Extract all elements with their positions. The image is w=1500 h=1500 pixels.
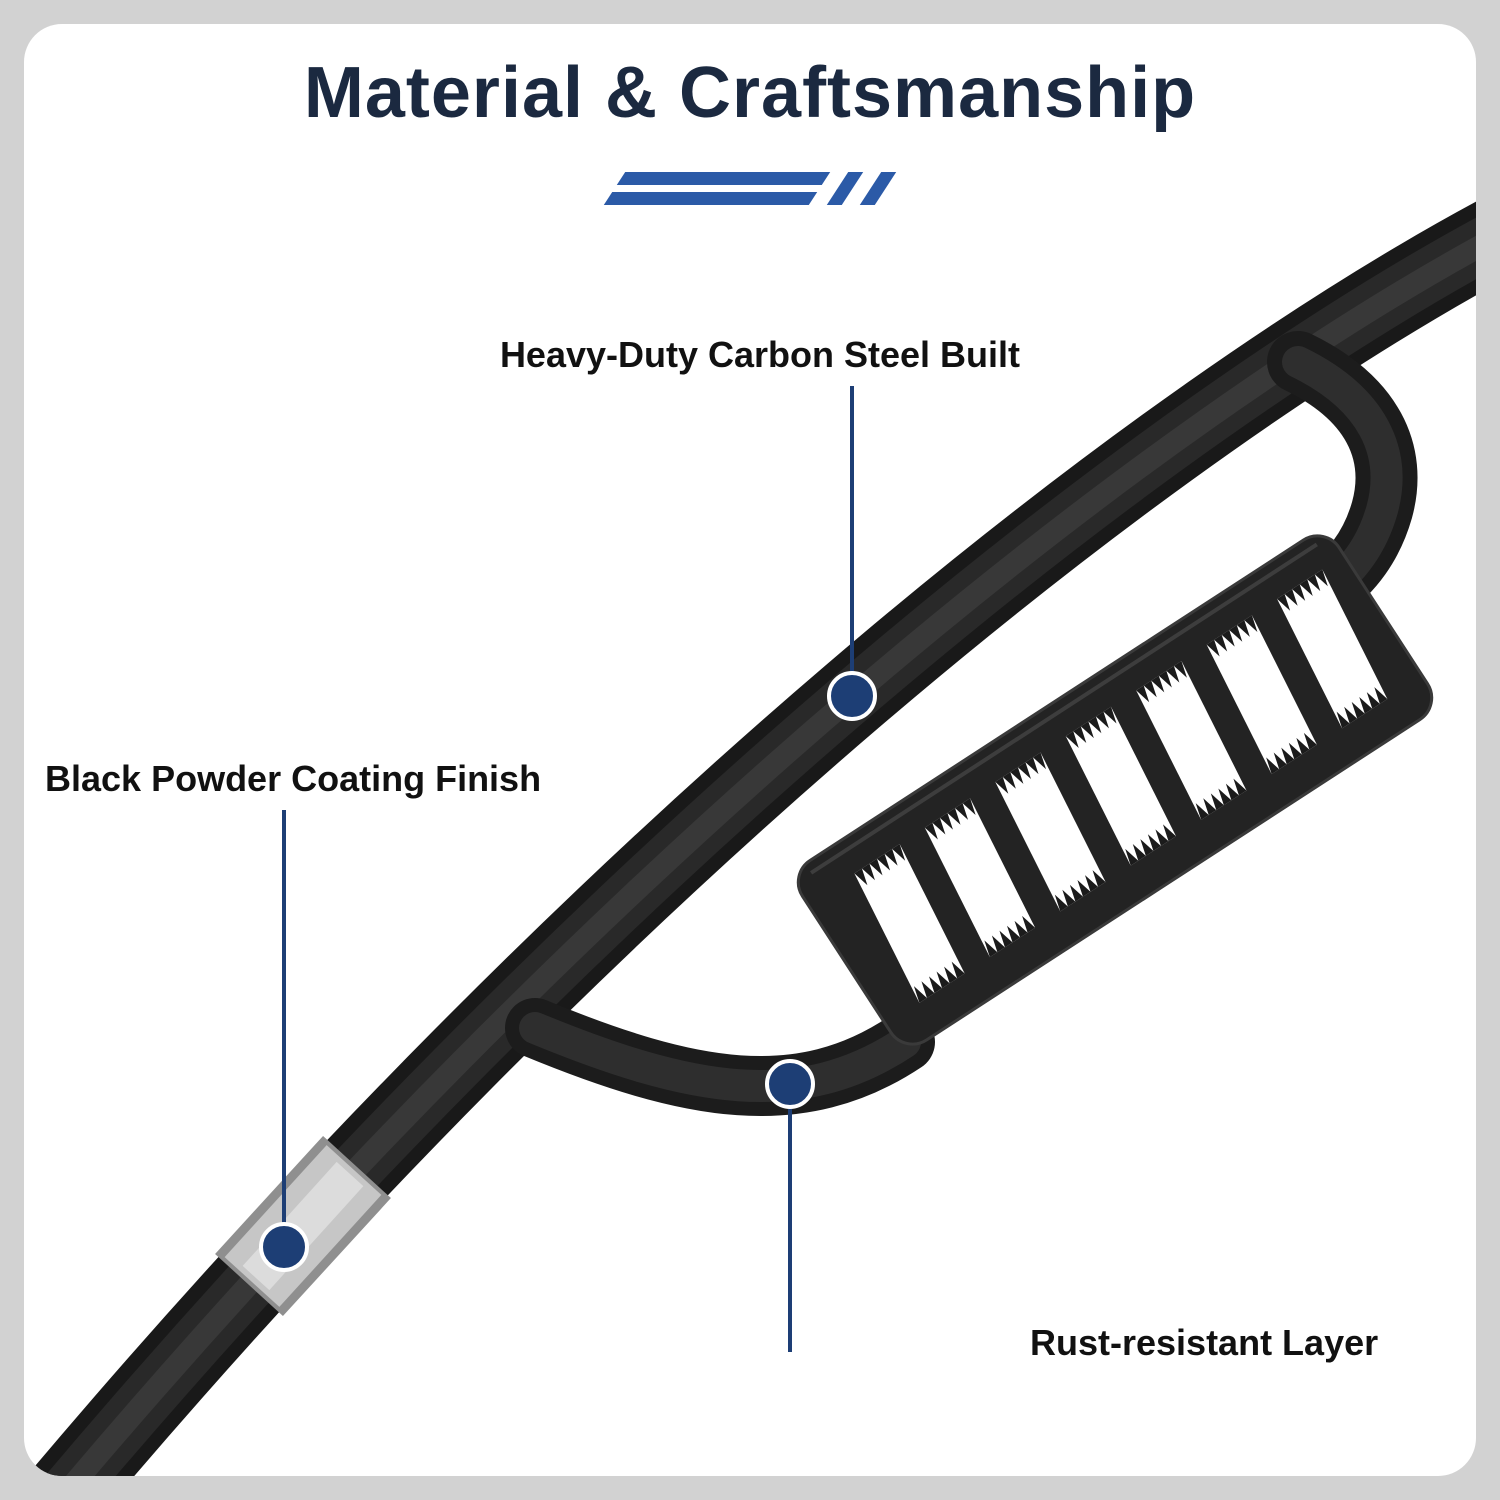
callout-label-rust-resistant: Rust-resistant Layer [1030, 1322, 1379, 1363]
product-illustration [28, 201, 1476, 1476]
step-tread-slot [995, 752, 1106, 912]
step-tread-teeth-bottom [1195, 778, 1247, 820]
step-tread-teeth-top [924, 798, 976, 840]
step-tread-teeth-bottom [1266, 732, 1317, 775]
underline-bar-top [616, 172, 831, 185]
infographic-canvas: Material & Craftsmanship Heavy-Duty Carb… [24, 24, 1476, 1476]
step-tread-slot [1136, 660, 1247, 820]
callout-label-powder-coating: Black Powder Coating Finish [45, 758, 542, 799]
underline-bar-bottom [603, 192, 818, 205]
step-tread-teeth-top [1206, 615, 1258, 657]
step-tread-slots [854, 569, 1388, 1003]
step-tread-teeth-bottom [1125, 824, 1177, 866]
step-tread-teeth-top [1277, 569, 1328, 611]
callout-dots [259, 671, 877, 1272]
step-tread-teeth-bottom [1054, 870, 1106, 912]
step-tread-slot [1206, 615, 1317, 775]
title-underline-decoration [603, 172, 897, 205]
step-tread-teeth-top [1136, 660, 1187, 703]
step-tread-slot [1277, 569, 1388, 729]
reflective-band [215, 1135, 391, 1317]
step-tread-teeth-bottom [1336, 687, 1388, 729]
underline-bars [603, 172, 831, 205]
page-title: Material & Craftsmanship [303, 53, 1197, 133]
step-tread-slot [924, 798, 1036, 958]
infographic-card: Material & Craftsmanship Heavy-Duty Carb… [24, 24, 1476, 1476]
callout-dot-powder-coating [259, 1222, 309, 1272]
callout-label-carbon-steel: Heavy-Duty Carbon Steel Built [499, 334, 1021, 375]
step-connector [505, 998, 935, 1117]
step-tread-teeth-top [1065, 706, 1117, 748]
step-tread-teeth-bottom [913, 961, 965, 1003]
step-tread-teeth-bottom [984, 915, 1036, 958]
callout-lines [282, 386, 854, 1352]
step-tread-slot [1065, 706, 1177, 866]
underline-slash-1 [826, 172, 864, 205]
step-tread-teeth-top [995, 752, 1047, 794]
step-tread-slot [854, 843, 965, 1003]
step-tread-teeth-top [854, 843, 906, 886]
callout-dot-carbon-steel [827, 671, 877, 721]
grip-step [796, 534, 1434, 1046]
callout-dot-rust-resistant [765, 1059, 815, 1109]
